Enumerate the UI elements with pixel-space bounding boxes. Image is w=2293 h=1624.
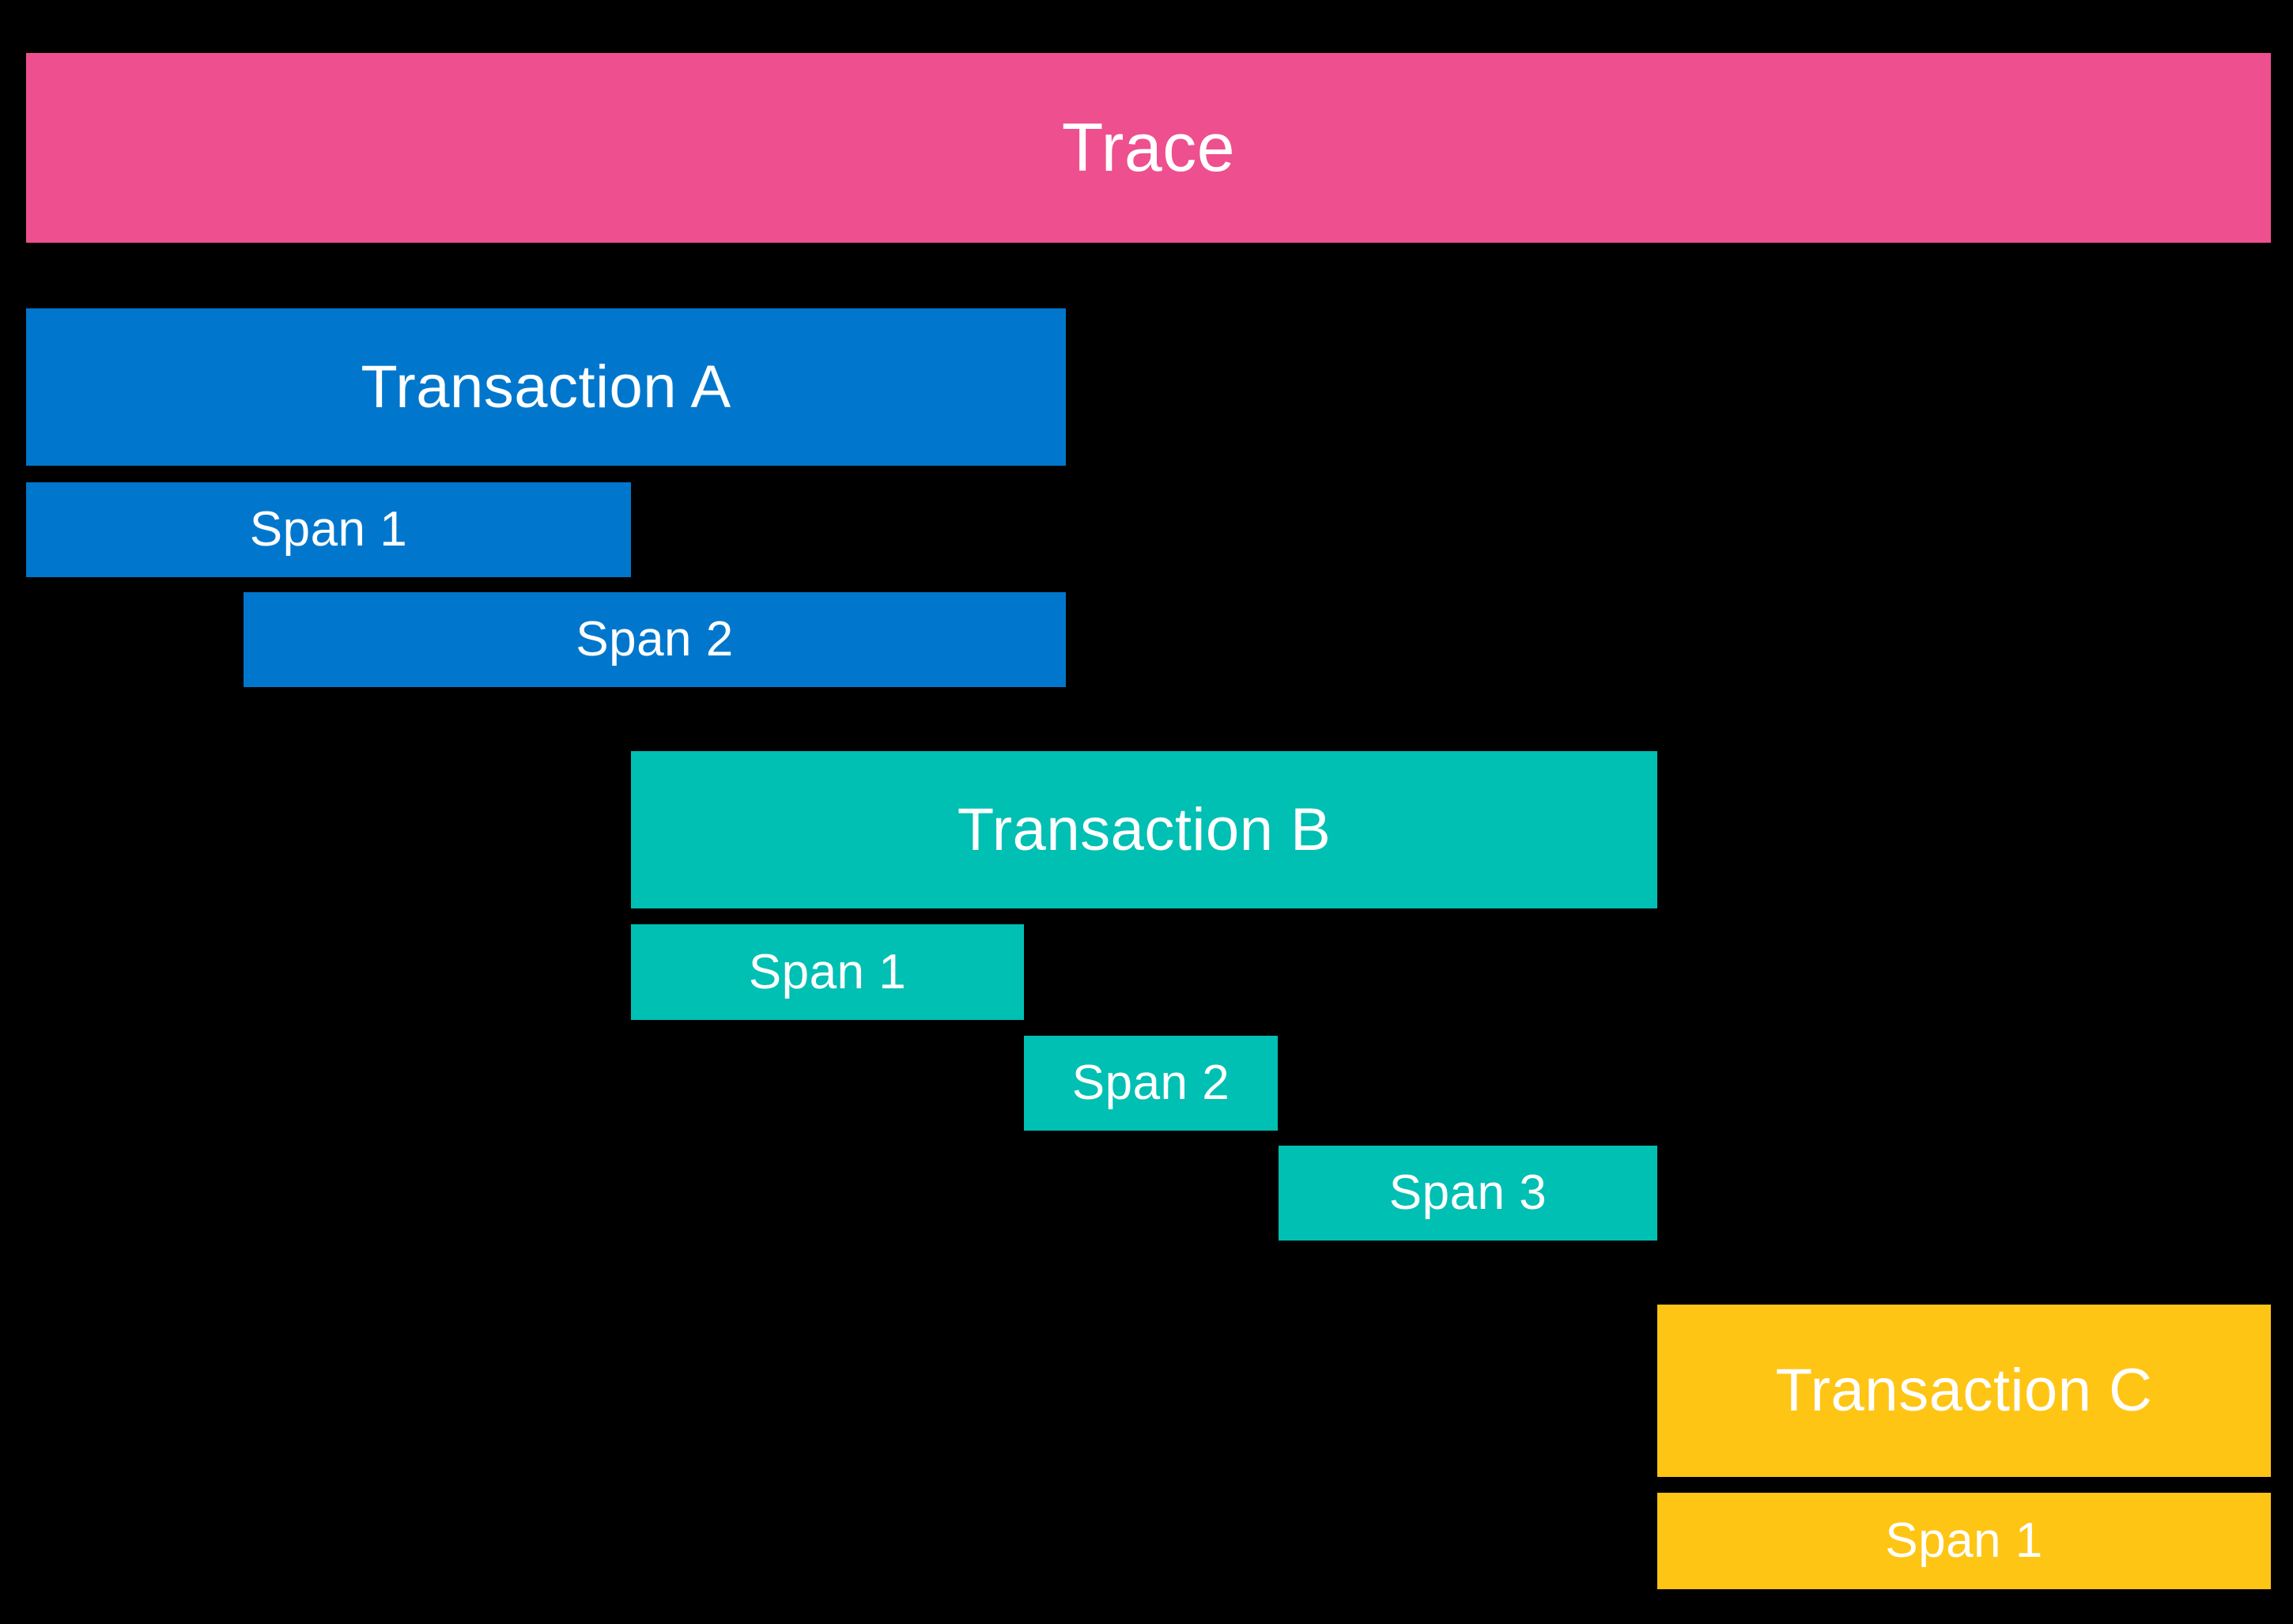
transaction-a-span-1-label: Span 1	[249, 502, 408, 557]
trace-bar[interactable]: Trace	[26, 53, 2271, 243]
transaction-a-bar[interactable]: Transaction A	[26, 308, 1066, 466]
transaction-b-span-3-bar[interactable]: Span 3	[1279, 1146, 1657, 1241]
transaction-b-bar[interactable]: Transaction B	[631, 751, 1657, 908]
transaction-a-span-1-bar[interactable]: Span 1	[26, 482, 631, 577]
transaction-c-span-1-label: Span 1	[1885, 1513, 2043, 1568]
transaction-a-bar-label: Transaction A	[361, 353, 731, 421]
transaction-b-span-1-label: Span 1	[748, 944, 907, 999]
transaction-a-span-2-label: Span 2	[576, 612, 734, 667]
transaction-c-bar[interactable]: Transaction C	[1657, 1305, 2271, 1477]
transaction-c-bar-label: Transaction C	[1775, 1357, 2153, 1424]
transaction-b-span-1-bar[interactable]: Span 1	[631, 924, 1024, 1020]
transaction-b-span-3-label: Span 3	[1388, 1165, 1547, 1220]
trace-bar-label: Trace	[1061, 110, 1236, 186]
transaction-a-span-2-bar[interactable]: Span 2	[244, 592, 1066, 687]
transaction-b-span-2-label: Span 2	[1071, 1056, 1230, 1110]
transaction-b-bar-label: Transaction B	[957, 795, 1332, 863]
transaction-c-span-1-bar[interactable]: Span 1	[1657, 1493, 2271, 1589]
transaction-b-span-2-bar[interactable]: Span 2	[1024, 1036, 1278, 1131]
